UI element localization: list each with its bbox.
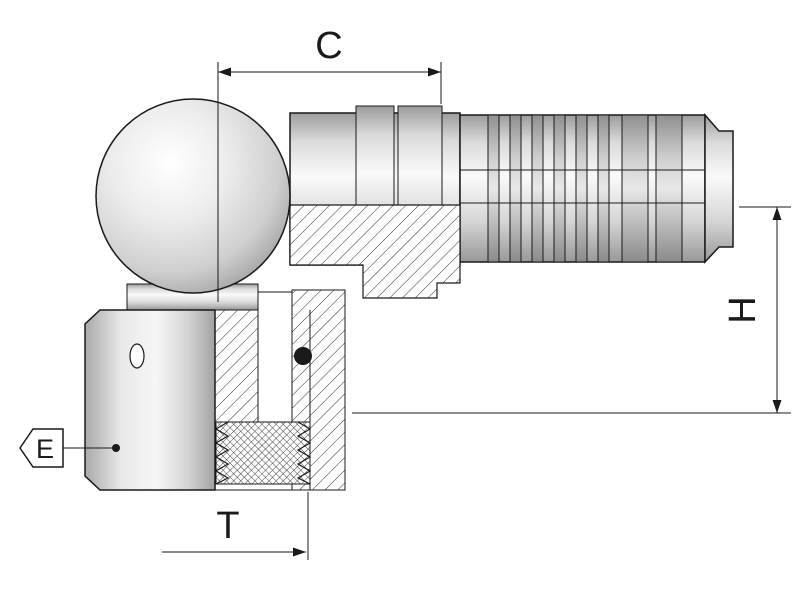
o-ring-seal (294, 347, 312, 365)
nut-dimple (129, 343, 145, 369)
e-leader-dot (112, 444, 120, 452)
hose-stem (289, 105, 734, 299)
callout-e: E (19, 428, 120, 468)
dimension-c: C (217, 25, 442, 302)
nut-face (84, 309, 216, 491)
thread-profile-left (214, 421, 230, 485)
e-flag-label: E (36, 434, 54, 464)
dimension-t: T (162, 492, 309, 560)
body-section (214, 289, 346, 491)
dim-c-arrow-left (218, 67, 231, 77)
ball-joint (95, 98, 291, 294)
barb-ridges (487, 114, 683, 263)
hex-nut (84, 309, 216, 491)
thread-profile-right (296, 421, 312, 485)
dim-h-arrow-bottom (772, 400, 782, 413)
dimension-h: H (352, 206, 791, 414)
dim-t-arrow (293, 547, 306, 557)
stem-section-hatch (289, 204, 461, 299)
dim-t-label: T (216, 505, 239, 547)
dim-c-label: C (315, 25, 342, 67)
elbow-ball (95, 98, 291, 311)
dim-h-label: H (722, 296, 764, 323)
dim-h-arrow-top (772, 207, 782, 220)
stem-tip (704, 113, 734, 264)
internal-thread-crosshatch (216, 422, 310, 484)
dim-c-arrow-right (428, 67, 441, 77)
section-hatch-left (214, 309, 259, 423)
bore-channel (257, 291, 293, 423)
